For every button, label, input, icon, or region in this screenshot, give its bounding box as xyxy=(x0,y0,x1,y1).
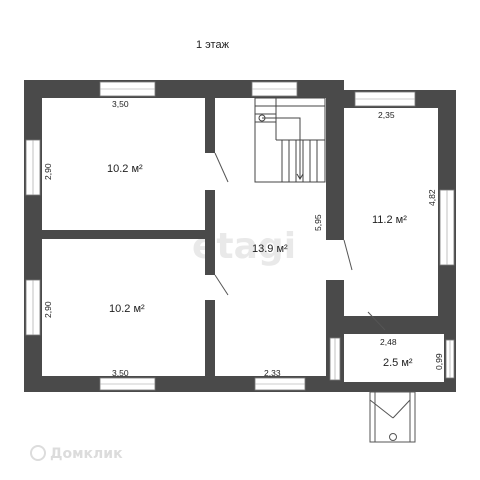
dimension-label: 2,33 xyxy=(264,368,281,378)
room-area-vestibule: 2.5 м² xyxy=(383,357,413,369)
dimension-label: 2,48 xyxy=(380,337,397,347)
room-area-hall: 13.9 м² xyxy=(252,243,288,255)
window-glass-lines xyxy=(32,88,451,385)
entrance-porch xyxy=(369,391,416,443)
doors xyxy=(214,152,411,419)
stairs xyxy=(254,97,326,183)
dimension-label: 2,90 xyxy=(43,301,53,318)
dimension-label: 2,35 xyxy=(378,110,395,120)
domclick-logo: Домклик xyxy=(30,445,123,462)
room-area-top-left: 10.2 м² xyxy=(107,163,143,175)
dimension-label: 3,50 xyxy=(112,368,129,378)
dimension-label: 3,50 xyxy=(112,99,129,109)
floor-title: 1 этаж xyxy=(196,39,230,51)
room-area-bottom-left: 10.2 м² xyxy=(109,303,145,315)
room-area-right: 11.2 м² xyxy=(372,214,407,226)
dimension-label: 2,90 xyxy=(43,163,53,180)
dimension-label: 5,95 xyxy=(313,214,323,231)
dimension-label: 4,82 xyxy=(427,189,437,206)
domclick-logo-text: Домклик xyxy=(50,446,123,462)
dimension-label: 0,99 xyxy=(434,353,444,370)
